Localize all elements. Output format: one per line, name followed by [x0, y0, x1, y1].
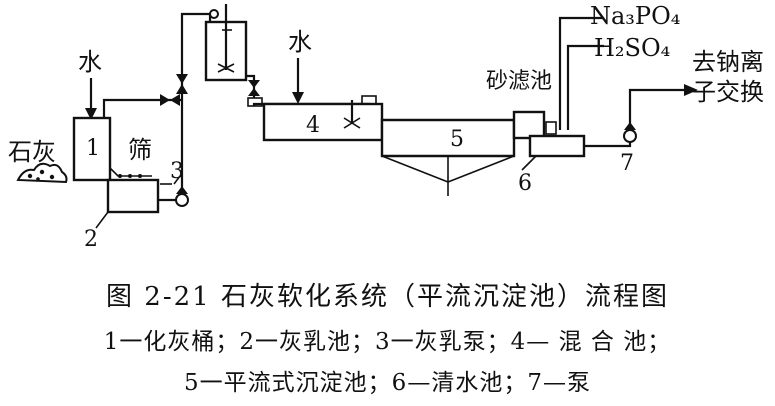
na3po4-label: Na₃PO₄ [590, 2, 680, 30]
outlet-pump [623, 122, 637, 143]
clear-water-tank [528, 134, 586, 158]
lime-milk-pump [175, 186, 189, 207]
tank-number-4: 4 [306, 113, 320, 138]
valve-icon [160, 94, 180, 106]
lime-slaking-tank [72, 116, 112, 182]
sand-filter [512, 110, 546, 140]
pump-number-7: 7 [620, 151, 634, 176]
arrow-right-icon [684, 84, 698, 96]
pump-number-3: 3 [170, 159, 184, 184]
process-flow-diagram: 石灰 水 1 筛 2 3 水 [8, 2, 764, 252]
tank-number-2: 2 [84, 227, 98, 252]
tank-number-1: 1 [86, 136, 100, 161]
lime-label: 石灰 [8, 138, 56, 166]
sand-filter-label: 砂滤池 [486, 69, 552, 94]
water-inlet-label-1: 水 [78, 48, 102, 76]
lime-milk-tank [106, 178, 160, 214]
screen-label: 筛 [128, 136, 152, 164]
tank-number-5: 5 [450, 127, 464, 152]
sedimentation-tank [380, 118, 516, 158]
to-ion-exchange-label-1: 去钠离 [692, 48, 764, 76]
lime-pile [16, 162, 68, 184]
figure-caption: 图 2-21 石灰软化系统（平流沉淀池）流程图 [106, 282, 669, 312]
legend-line-1: 1一化灰桶；2一灰乳池；3一灰乳泵；4— 混 合 池； [103, 329, 672, 355]
valve-icon [248, 80, 260, 96]
water-inlet-label-2: 水 [288, 28, 312, 56]
tank-number-6: 6 [518, 171, 532, 196]
arrow-down-icon [292, 92, 304, 104]
arrow-down-icon [85, 108, 97, 120]
valve-icon [176, 74, 188, 94]
legend-line-2: 5一平流式沉淀池；6—清水池；7—泵 [184, 370, 591, 396]
mixing-tank [262, 102, 384, 142]
to-ion-exchange-label-2: 子交换 [692, 78, 764, 106]
h2so4-label: H₂SO₄ [594, 34, 670, 62]
